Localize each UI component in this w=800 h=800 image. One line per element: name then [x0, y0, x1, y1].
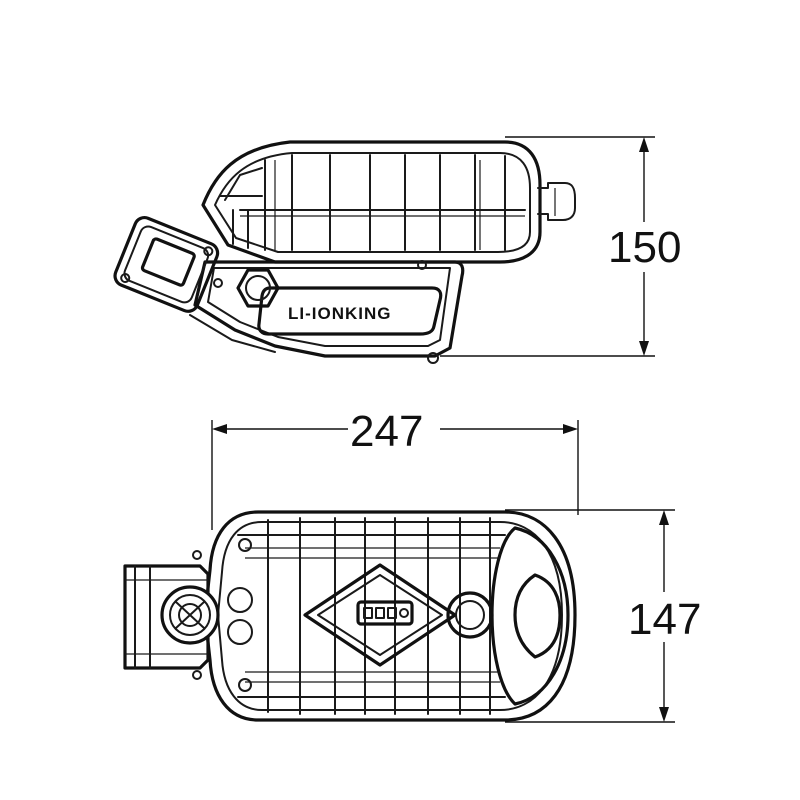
dimension-length: 247 [211, 407, 579, 530]
side-lower-module [193, 260, 465, 358]
top-body-outline [203, 510, 577, 722]
dimension-length-label: 247 [350, 407, 423, 456]
dimension-height: 150 [440, 136, 681, 357]
top-end-cap [490, 526, 570, 706]
side-label-plate [257, 286, 443, 336]
top-front-plate [123, 564, 210, 670]
side-body-inner [214, 152, 531, 253]
side-rear-connector [537, 182, 576, 221]
side-lower-module-inner [207, 267, 451, 347]
top-view [123, 510, 577, 722]
side-ribs [219, 154, 526, 251]
top-diamond-window [303, 563, 457, 667]
dimension-width-label: 147 [628, 595, 701, 644]
top-hex-plug [160, 585, 220, 645]
side-hex-plug [236, 268, 280, 308]
dimension-width: 147 [505, 509, 701, 723]
side-view: LI-IONKING [113, 140, 576, 364]
dimension-height-label: 150 [608, 223, 681, 272]
side-body-outline [201, 140, 542, 264]
side-brand-label: LI-IONKING [288, 304, 392, 323]
side-front-plate [113, 216, 220, 313]
